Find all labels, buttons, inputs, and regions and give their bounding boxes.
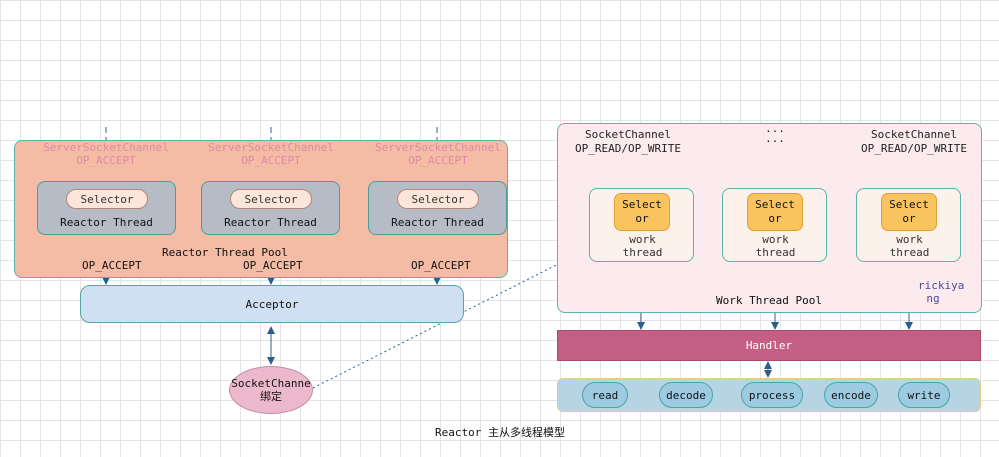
op-accept-label-2: OP_ACCEPT — [243, 259, 303, 272]
selector-pill: Selector — [397, 189, 479, 209]
selector-pill: Selector — [66, 189, 148, 209]
stage-read: read — [582, 382, 628, 408]
reactor-thread-label: Reactor Thread — [60, 216, 153, 229]
reactor-thread-label: Reactor Thread — [224, 216, 317, 229]
selector-box: Selector — [881, 193, 937, 231]
handler: Handler — [557, 330, 981, 361]
work-pool-label: Work Thread Pool — [716, 294, 822, 307]
diagram-caption: Reactor 主从多线程模型 — [435, 426, 565, 439]
acceptor-label: Acceptor — [245, 297, 299, 311]
stage-decode: decode — [659, 382, 713, 408]
stage-encode: encode — [824, 382, 878, 408]
reactor-thread-label: Reactor Thread — [391, 216, 484, 229]
ellipsis-label: ...... — [765, 122, 785, 145]
reactor-thread-1: Selector Reactor Thread — [37, 181, 176, 235]
acceptor: Acceptor — [80, 285, 464, 323]
op-accept-label-1: OP_ACCEPT — [82, 259, 142, 272]
stage-process: process — [741, 382, 803, 408]
selector-box: Selector — [614, 193, 670, 231]
socket-channel-label: SocketChanne — [231, 377, 311, 390]
socket-channel-bind: SocketChanne 绑定 — [229, 366, 313, 414]
stage-write: write — [898, 382, 950, 408]
reactor-pool-label: Reactor Thread Pool — [162, 246, 288, 259]
reactor-thread-2: Selector Reactor Thread — [201, 181, 340, 235]
selector-box: Selector — [747, 193, 803, 231]
op-accept-label-3: OP_ACCEPT — [411, 259, 471, 272]
bind-label: 绑定 — [260, 390, 282, 403]
handler-label: Handler — [745, 339, 793, 352]
reactor-thread-3: Selector Reactor Thread — [368, 181, 507, 235]
selector-pill: Selector — [230, 189, 312, 209]
